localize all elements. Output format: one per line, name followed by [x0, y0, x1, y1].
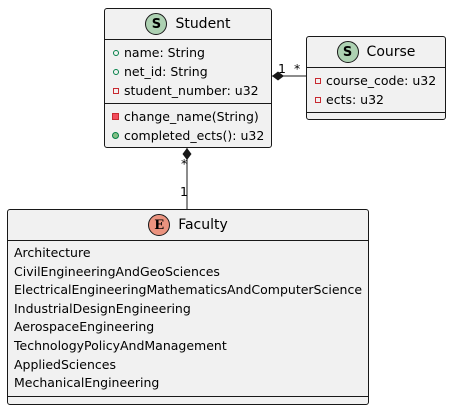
public-field-icon	[111, 49, 120, 56]
attribute-row: net_id: String	[111, 62, 271, 81]
faculty-values: Architecture CivilEngineeringAndGeoScien…	[8, 241, 368, 397]
course-class-name: Course	[366, 44, 416, 60]
student-faculty-composition-diamond	[182, 148, 192, 160]
struct-badge-icon: S	[145, 13, 168, 35]
faculty-enum-name: Faculty	[178, 217, 228, 233]
method-text: completed_ects(): u32	[124, 128, 265, 143]
private-field-icon	[111, 87, 120, 94]
enum-value: ElectricalEngineeringMathematicsAndCompu…	[14, 282, 363, 298]
course-class-header: S Course	[307, 37, 445, 68]
enum-value: IndustrialDesignEngineering	[14, 300, 191, 316]
struct-badge-icon: S	[336, 41, 359, 63]
multiplicity-student-faculty-student-end: *	[181, 156, 188, 171]
enum-value: AerospaceEngineering	[14, 319, 155, 335]
private-field-icon	[313, 77, 322, 84]
multiplicity-student-course-course-end: *	[294, 61, 301, 76]
attribute-text: course_code: u32	[326, 73, 437, 88]
attribute-row: name: String	[111, 43, 271, 62]
attribute-text: ects: u32	[326, 92, 384, 107]
course-class[interactable]: S Course course_code: u32 ects: u32	[306, 36, 446, 120]
method-text: change_name(String)	[124, 109, 259, 124]
public-method-icon	[111, 132, 120, 139]
student-class-name: Student	[175, 16, 231, 32]
student-methods: change_name(String) completed_ects(): u3…	[105, 104, 271, 148]
student-course-composition-diamond	[272, 71, 284, 81]
student-class[interactable]: S Student name: String net_id: String st…	[104, 8, 272, 148]
faculty-enum-header: E Faculty	[8, 210, 368, 241]
enum-value: MechanicalEngineering	[14, 375, 160, 391]
enum-value: TechnologyPolicyAndManagement	[14, 337, 227, 353]
attribute-text: student_number: u32	[124, 83, 259, 98]
method-row: change_name(String)	[111, 107, 271, 126]
attribute-row: ects: u32	[313, 90, 445, 109]
multiplicity-student-faculty-faculty-end: 1	[180, 184, 188, 199]
private-method-icon	[111, 113, 120, 120]
private-field-icon	[313, 96, 322, 103]
student-attributes: name: String net_id: String student_numb…	[105, 40, 271, 104]
course-attributes: course_code: u32 ects: u32	[307, 68, 445, 113]
faculty-methods	[8, 397, 368, 403]
enum-value: AppliedSciences	[14, 356, 116, 372]
course-methods	[307, 113, 445, 119]
attribute-row: student_number: u32	[111, 81, 271, 100]
enum-badge-icon: E	[148, 214, 171, 236]
faculty-enum[interactable]: E Faculty Architecture CivilEngineeringA…	[7, 209, 369, 405]
enum-value: Architecture	[14, 245, 91, 260]
attribute-row: course_code: u32	[313, 71, 445, 90]
student-class-header: S Student	[105, 9, 271, 40]
attribute-text: name: String	[124, 45, 205, 60]
multiplicity-student-course-student-end: 1	[278, 61, 286, 76]
attribute-text: net_id: String	[124, 64, 208, 79]
public-field-icon	[111, 68, 120, 75]
enum-value: CivilEngineeringAndGeoSciences	[14, 263, 220, 279]
method-row: completed_ects(): u32	[111, 126, 271, 145]
